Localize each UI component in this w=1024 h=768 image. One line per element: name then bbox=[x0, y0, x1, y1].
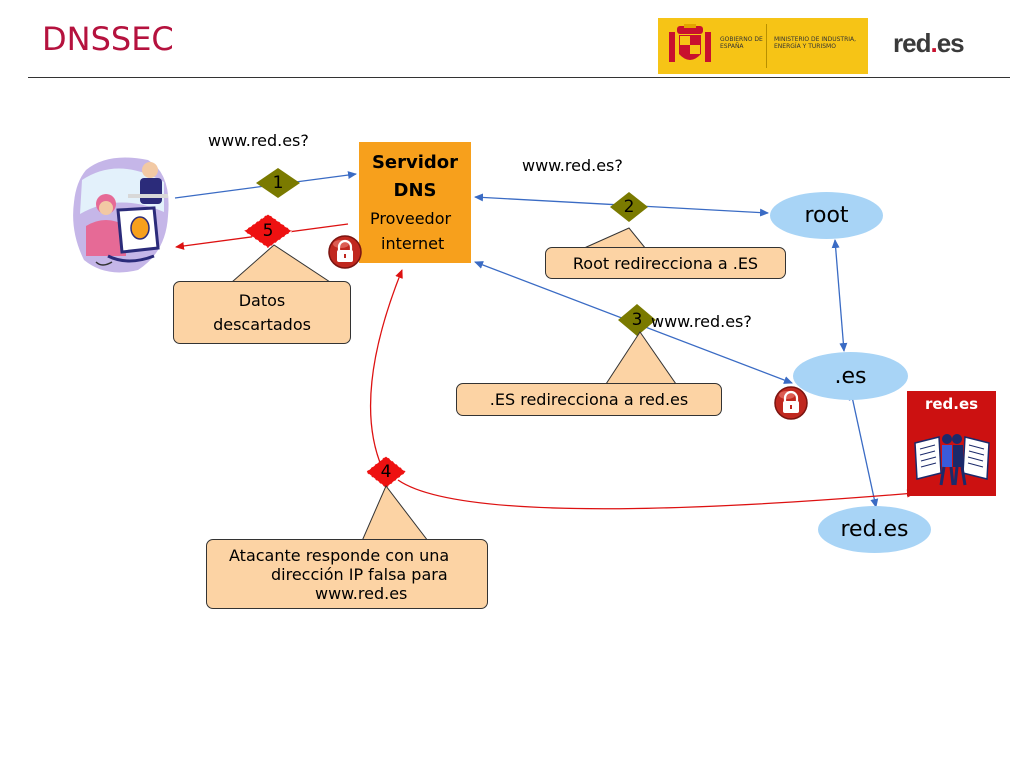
red-es-card: red.es bbox=[907, 391, 996, 496]
gov-logo-line1: GOBIERNO DE ESPAÑA bbox=[720, 36, 763, 50]
arrow-es-reds bbox=[848, 391, 879, 508]
step-number-4: 4 bbox=[380, 462, 392, 482]
callout-atacante-line3: www.red.es bbox=[315, 584, 408, 603]
dns-server-box: Servidor DNS Proveedor internet bbox=[359, 142, 471, 263]
callout-datos-line2: descartados bbox=[213, 315, 311, 334]
step-marker-5 bbox=[243, 213, 293, 249]
user-computer-icon bbox=[73, 157, 169, 273]
callout-es-redirect: .ES redirecciona a red.es bbox=[456, 383, 722, 416]
dns-server-line1: Servidor bbox=[371, 152, 459, 173]
callout-pointer-atacante bbox=[361, 485, 430, 542]
slide-title: DNSSEC bbox=[42, 20, 174, 58]
callout-root-redirect: Root redirecciona a .ES bbox=[545, 247, 786, 279]
step-number-5: 5 bbox=[262, 221, 274, 241]
red-es-card-label: red.es bbox=[924, 395, 979, 413]
red-es-logo: red.es bbox=[893, 28, 965, 58]
coat-of-arms-icon bbox=[669, 24, 711, 62]
arrow-attacker-to-dns bbox=[369, 269, 403, 473]
header-divider bbox=[28, 77, 1010, 78]
step-number-1: 1 bbox=[272, 173, 284, 193]
callout-atacante-line1: Atacante responde con una bbox=[229, 546, 450, 565]
step-marker-2 bbox=[610, 192, 648, 222]
dns-server-line2: DNS bbox=[393, 180, 437, 201]
step-number-2: 2 bbox=[623, 197, 635, 217]
callout-pointer-root bbox=[581, 227, 648, 250]
query-label-root: www.red.es? bbox=[522, 156, 623, 175]
step-marker-3 bbox=[618, 304, 656, 336]
lock-icon bbox=[328, 235, 362, 269]
step-number-3: 3 bbox=[631, 310, 643, 330]
es-node: .es bbox=[793, 352, 908, 400]
callout-atacante-line2: dirección IP falsa para bbox=[271, 565, 448, 584]
people-documents-icon bbox=[914, 434, 990, 486]
callout-atacante: Atacante responde con una dirección IP f… bbox=[206, 539, 488, 609]
callout-pointer-es bbox=[605, 331, 677, 385]
lock-icon bbox=[774, 386, 808, 420]
gov-logo-line2: MINISTERIO DE INDUSTRIA, ENERGÍA Y TURIS… bbox=[774, 36, 857, 50]
arrow-attacker-to-reds bbox=[397, 479, 916, 510]
query-label-es: www.red.es? bbox=[651, 312, 752, 331]
callout-datos-descartados: Datos descartados bbox=[173, 281, 351, 344]
government-logo: GOBIERNO DE ESPAÑA MINISTERIO DE INDUSTR… bbox=[658, 18, 868, 74]
callout-datos-line1: Datos bbox=[238, 291, 286, 310]
arrow-root-es bbox=[831, 239, 848, 352]
root-node: root bbox=[770, 192, 883, 239]
dns-server-line3: Proveedor bbox=[370, 209, 452, 228]
callout-pointer-datos bbox=[230, 244, 332, 283]
dns-server-line4: internet bbox=[381, 234, 445, 253]
query-label-user: www.red.es? bbox=[208, 131, 309, 150]
step-marker-1 bbox=[256, 168, 300, 198]
red-es-node: red.es bbox=[818, 506, 931, 553]
